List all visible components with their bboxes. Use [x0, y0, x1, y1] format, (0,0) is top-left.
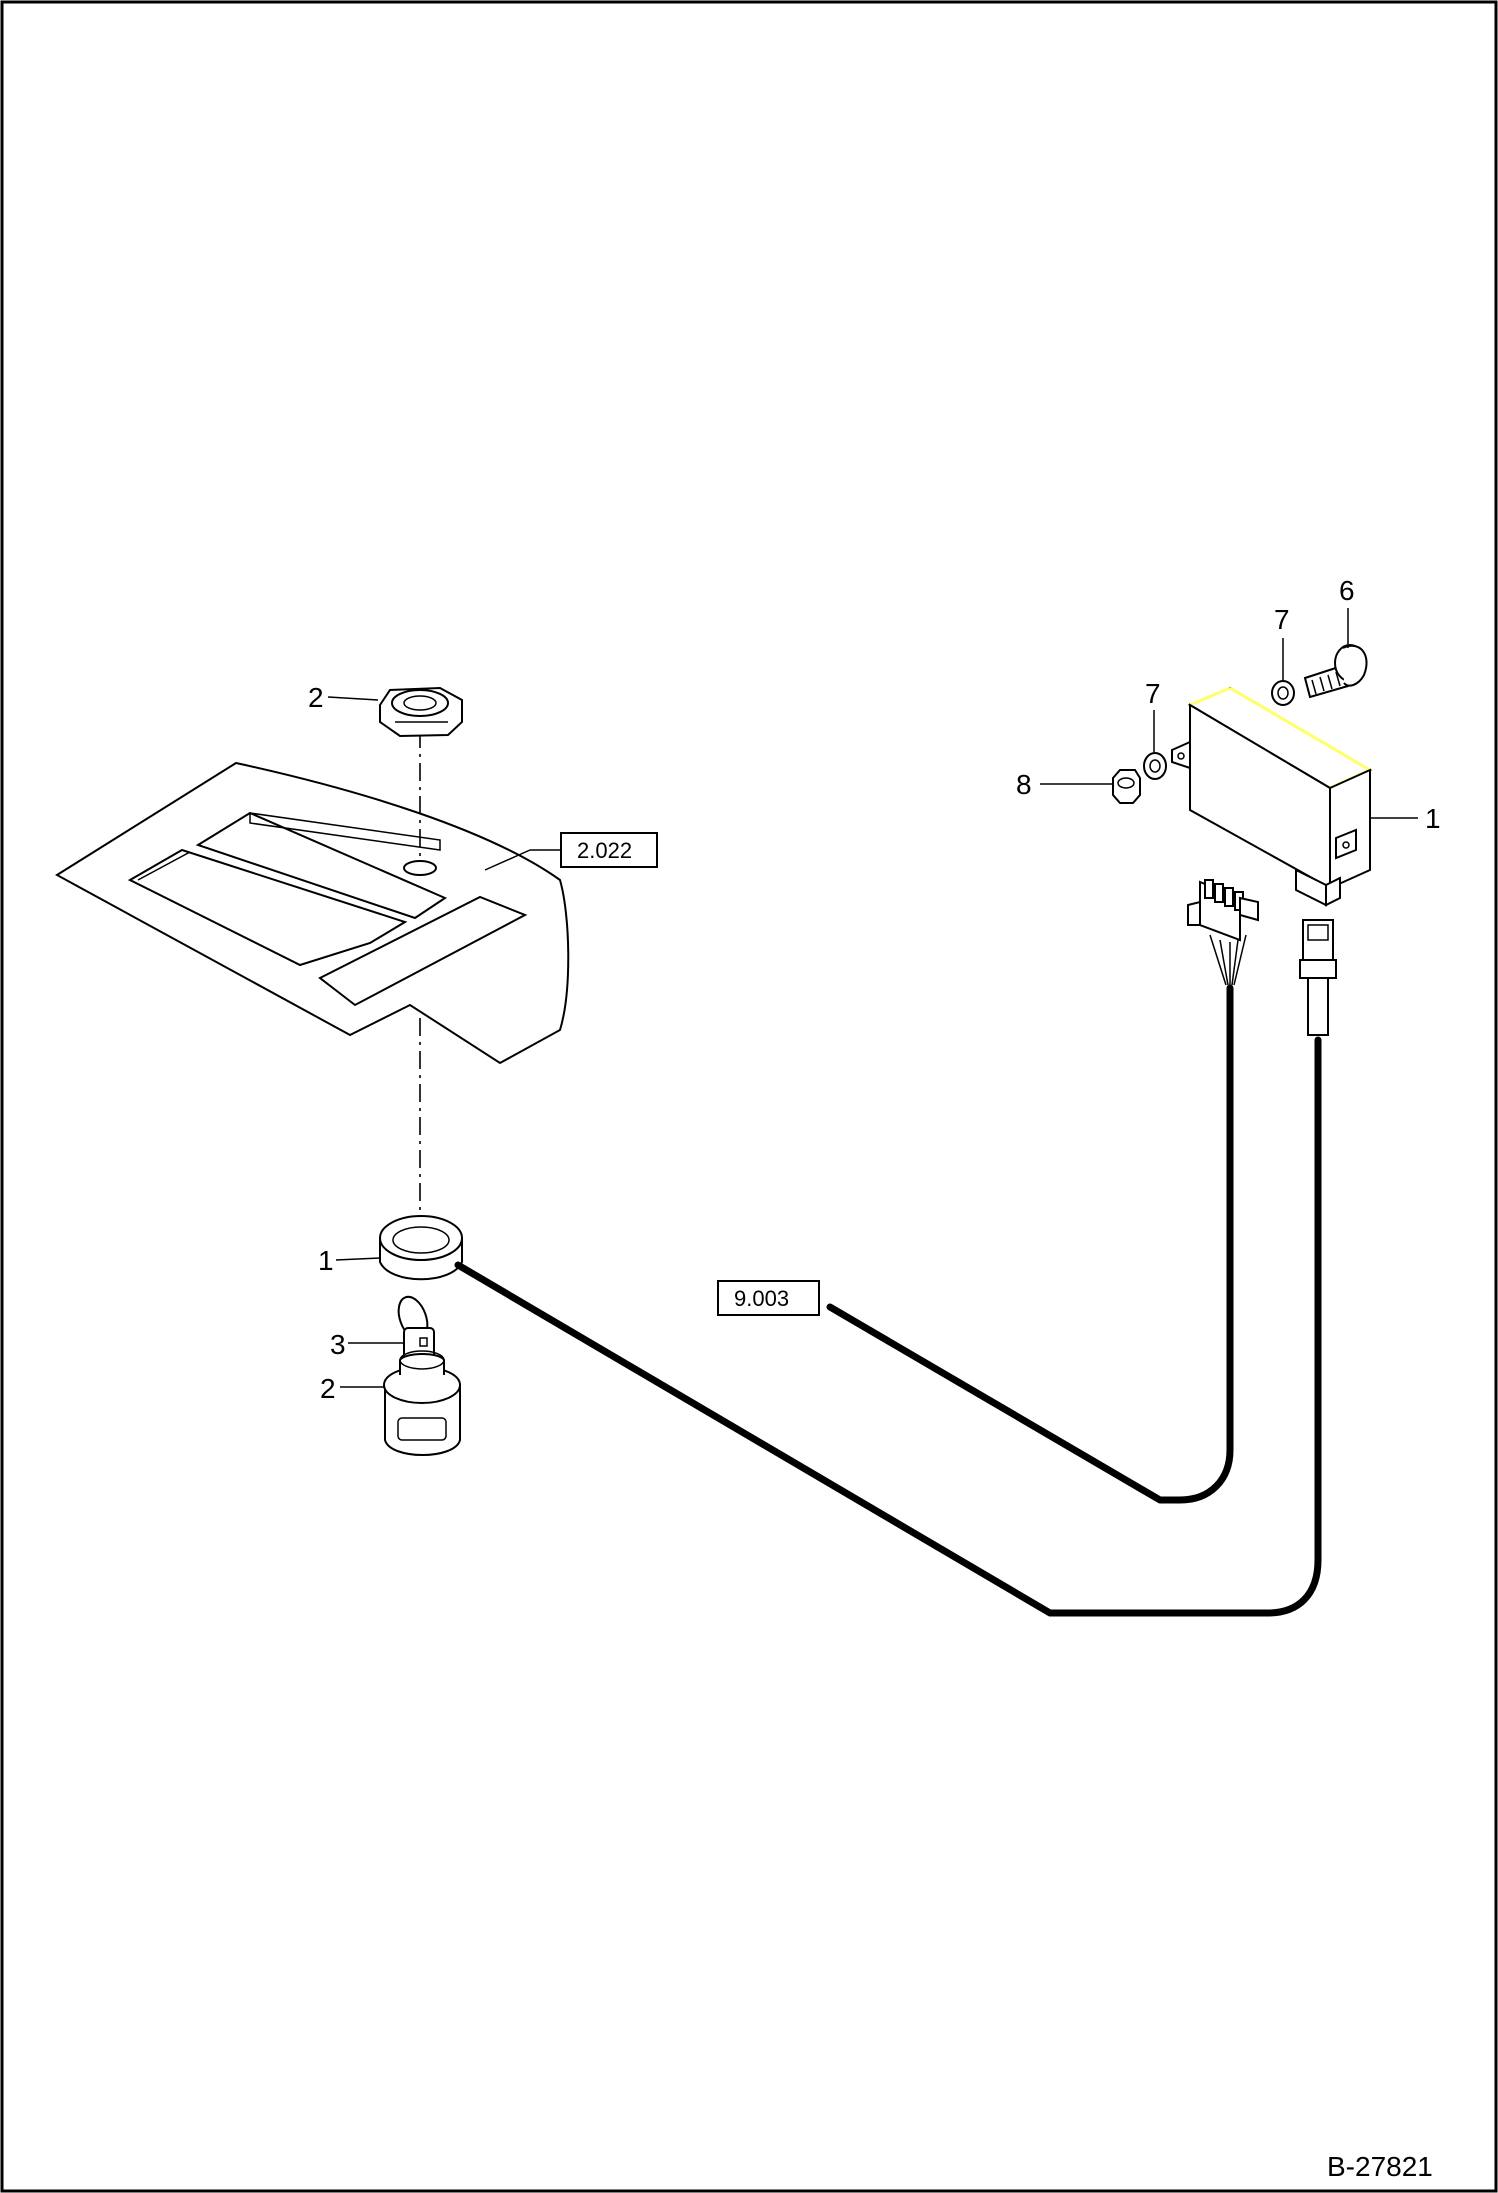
panel-hole [403, 860, 437, 876]
callout-washer-upper: 7 [1274, 604, 1290, 635]
document-number: B-27821 [1327, 2151, 1433, 2182]
panel-ref-label: 2.022 [577, 838, 632, 863]
leader-nut-top [327, 696, 379, 701]
control-unit [1171, 686, 1373, 907]
plug-connector [1299, 919, 1337, 1036]
washer-lower [1143, 752, 1167, 780]
callout-nut-small: 8 [1016, 769, 1032, 800]
harness-ref-label: 9.003 [734, 1286, 789, 1311]
grommet [379, 1215, 463, 1281]
screw [1303, 644, 1368, 699]
key [397, 1295, 435, 1361]
multi-pin-connector [1187, 879, 1259, 986]
callout-washer-lower: 7 [1145, 678, 1161, 709]
callout-control-unit: 1 [1425, 803, 1441, 834]
cable-harness-a [826, 984, 1234, 1504]
callout-ignition-switch: 2 [320, 1373, 336, 1404]
callout-key: 3 [330, 1329, 346, 1360]
callout-grommet: 1 [318, 1245, 334, 1276]
callout-screw: 6 [1339, 575, 1355, 606]
ignition-switch [383, 1350, 461, 1456]
cover-panel [55, 761, 570, 1065]
leader-grommet [335, 1257, 381, 1261]
washer-upper [1271, 680, 1295, 706]
harness-ref-box [717, 1280, 820, 1316]
callout-nut-top: 2 [308, 682, 324, 713]
hex-nut-top [379, 686, 463, 738]
leader-panel-ref [484, 849, 531, 871]
nut-small [1112, 769, 1141, 804]
panel-ref-box [560, 832, 658, 868]
cable-harness-b [454, 1036, 1322, 1617]
